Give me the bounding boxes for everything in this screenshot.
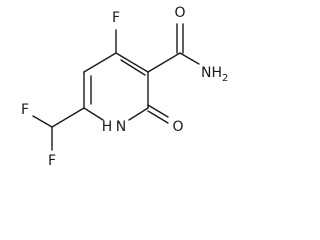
bond-camide-n: [179, 52, 200, 65]
pyridinone-ring: [83, 52, 149, 121]
atom-nh2: NH2: [201, 65, 228, 84]
atom-f-top: F: [112, 10, 120, 26]
atom-f-chf2-lower: F: [48, 153, 56, 169]
bond-c4-c3: [115, 52, 149, 73]
bond-c6-chf2: [51, 107, 85, 128]
atom-o-amide: O: [174, 5, 185, 21]
bond-c4-c3-inner: [120, 59, 146, 76]
bond-c2-o-a: [147, 104, 169, 118]
atom-n-ring: N: [116, 119, 126, 135]
atom-o-carbonyl: O: [172, 119, 183, 135]
bond-c2-o-b: [147, 110, 169, 124]
bond-c3-camide: [147, 52, 181, 73]
atom-f-chf2-upper: F: [21, 102, 29, 118]
bond-chf2-f-upper: [32, 115, 53, 128]
substituent-bonds: [32, 23, 200, 151]
molecule-structure: F O NH2 F F H N O: [21, 5, 228, 169]
atom-h-ring: H: [102, 119, 113, 135]
bond-c2-n1: [128, 107, 149, 121]
bond-n1-c6: [83, 107, 104, 121]
atom-labels: F O NH2 F F H N O: [21, 5, 228, 169]
bond-c5-c4: [83, 52, 117, 73]
